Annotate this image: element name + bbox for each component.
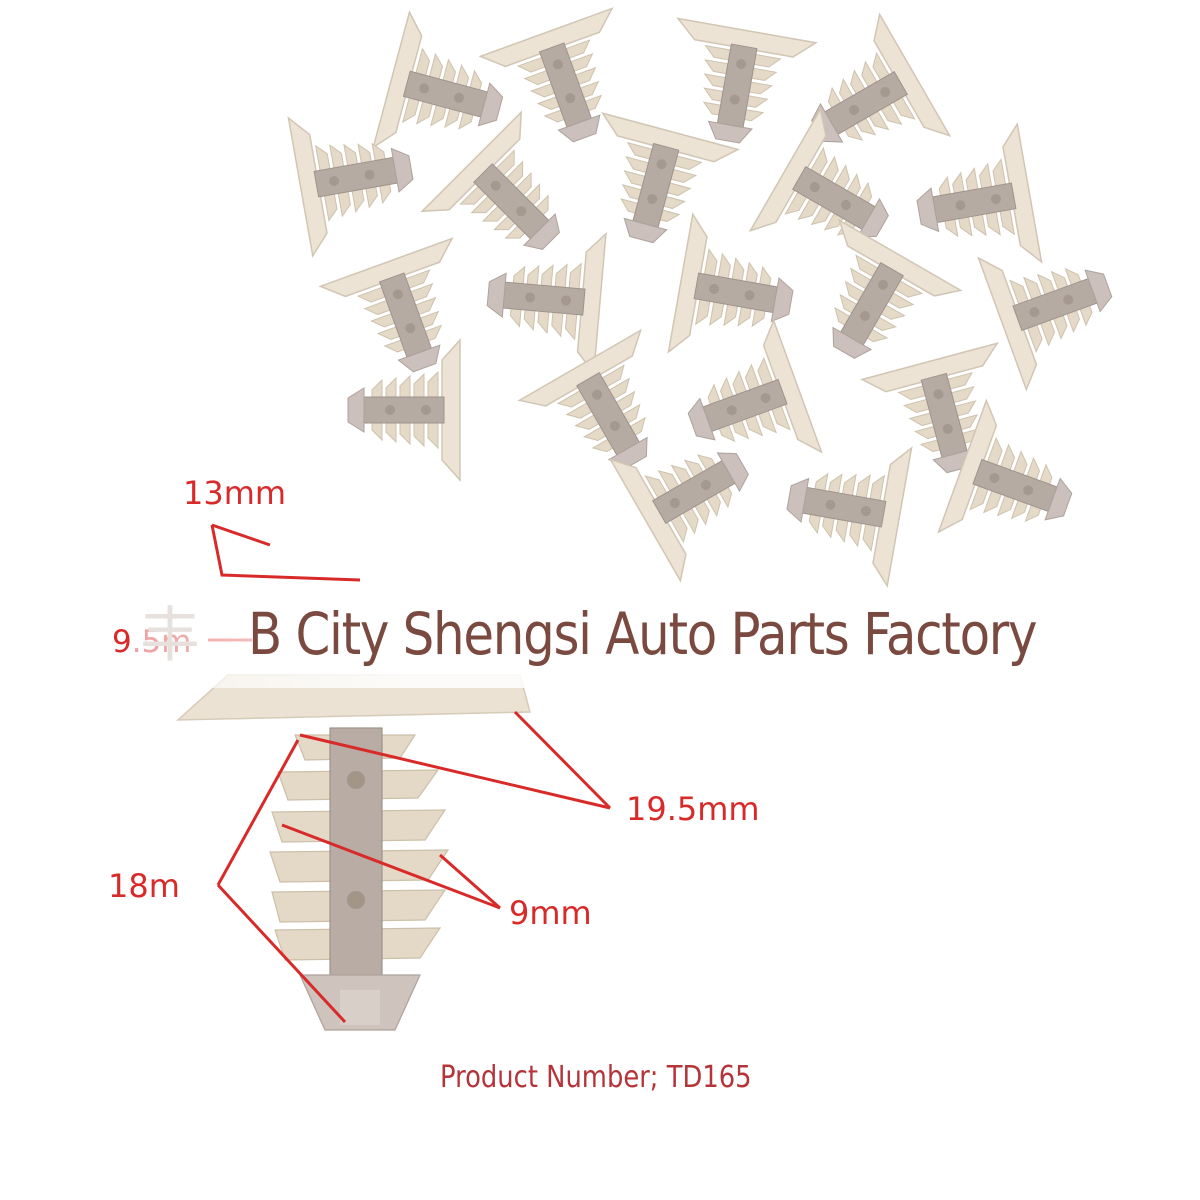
watermark-band: [130, 592, 1190, 688]
dimension-label-18mm: 18m: [108, 867, 180, 905]
dimension-label-19-5mm: 19.5mm: [626, 790, 760, 828]
dimension-label-13mm: 13mm: [183, 474, 287, 512]
clip-pile: [287, 7, 1133, 587]
product-number-label: Product Number; TD165: [440, 1060, 752, 1095]
watermark-glyph: 丰: [140, 601, 200, 671]
dimension-lines: [208, 523, 612, 1024]
watermark-text: B City Shengsi Auto Parts Factory: [248, 600, 1038, 668]
dimension-label-9mm: 9mm: [509, 894, 592, 932]
